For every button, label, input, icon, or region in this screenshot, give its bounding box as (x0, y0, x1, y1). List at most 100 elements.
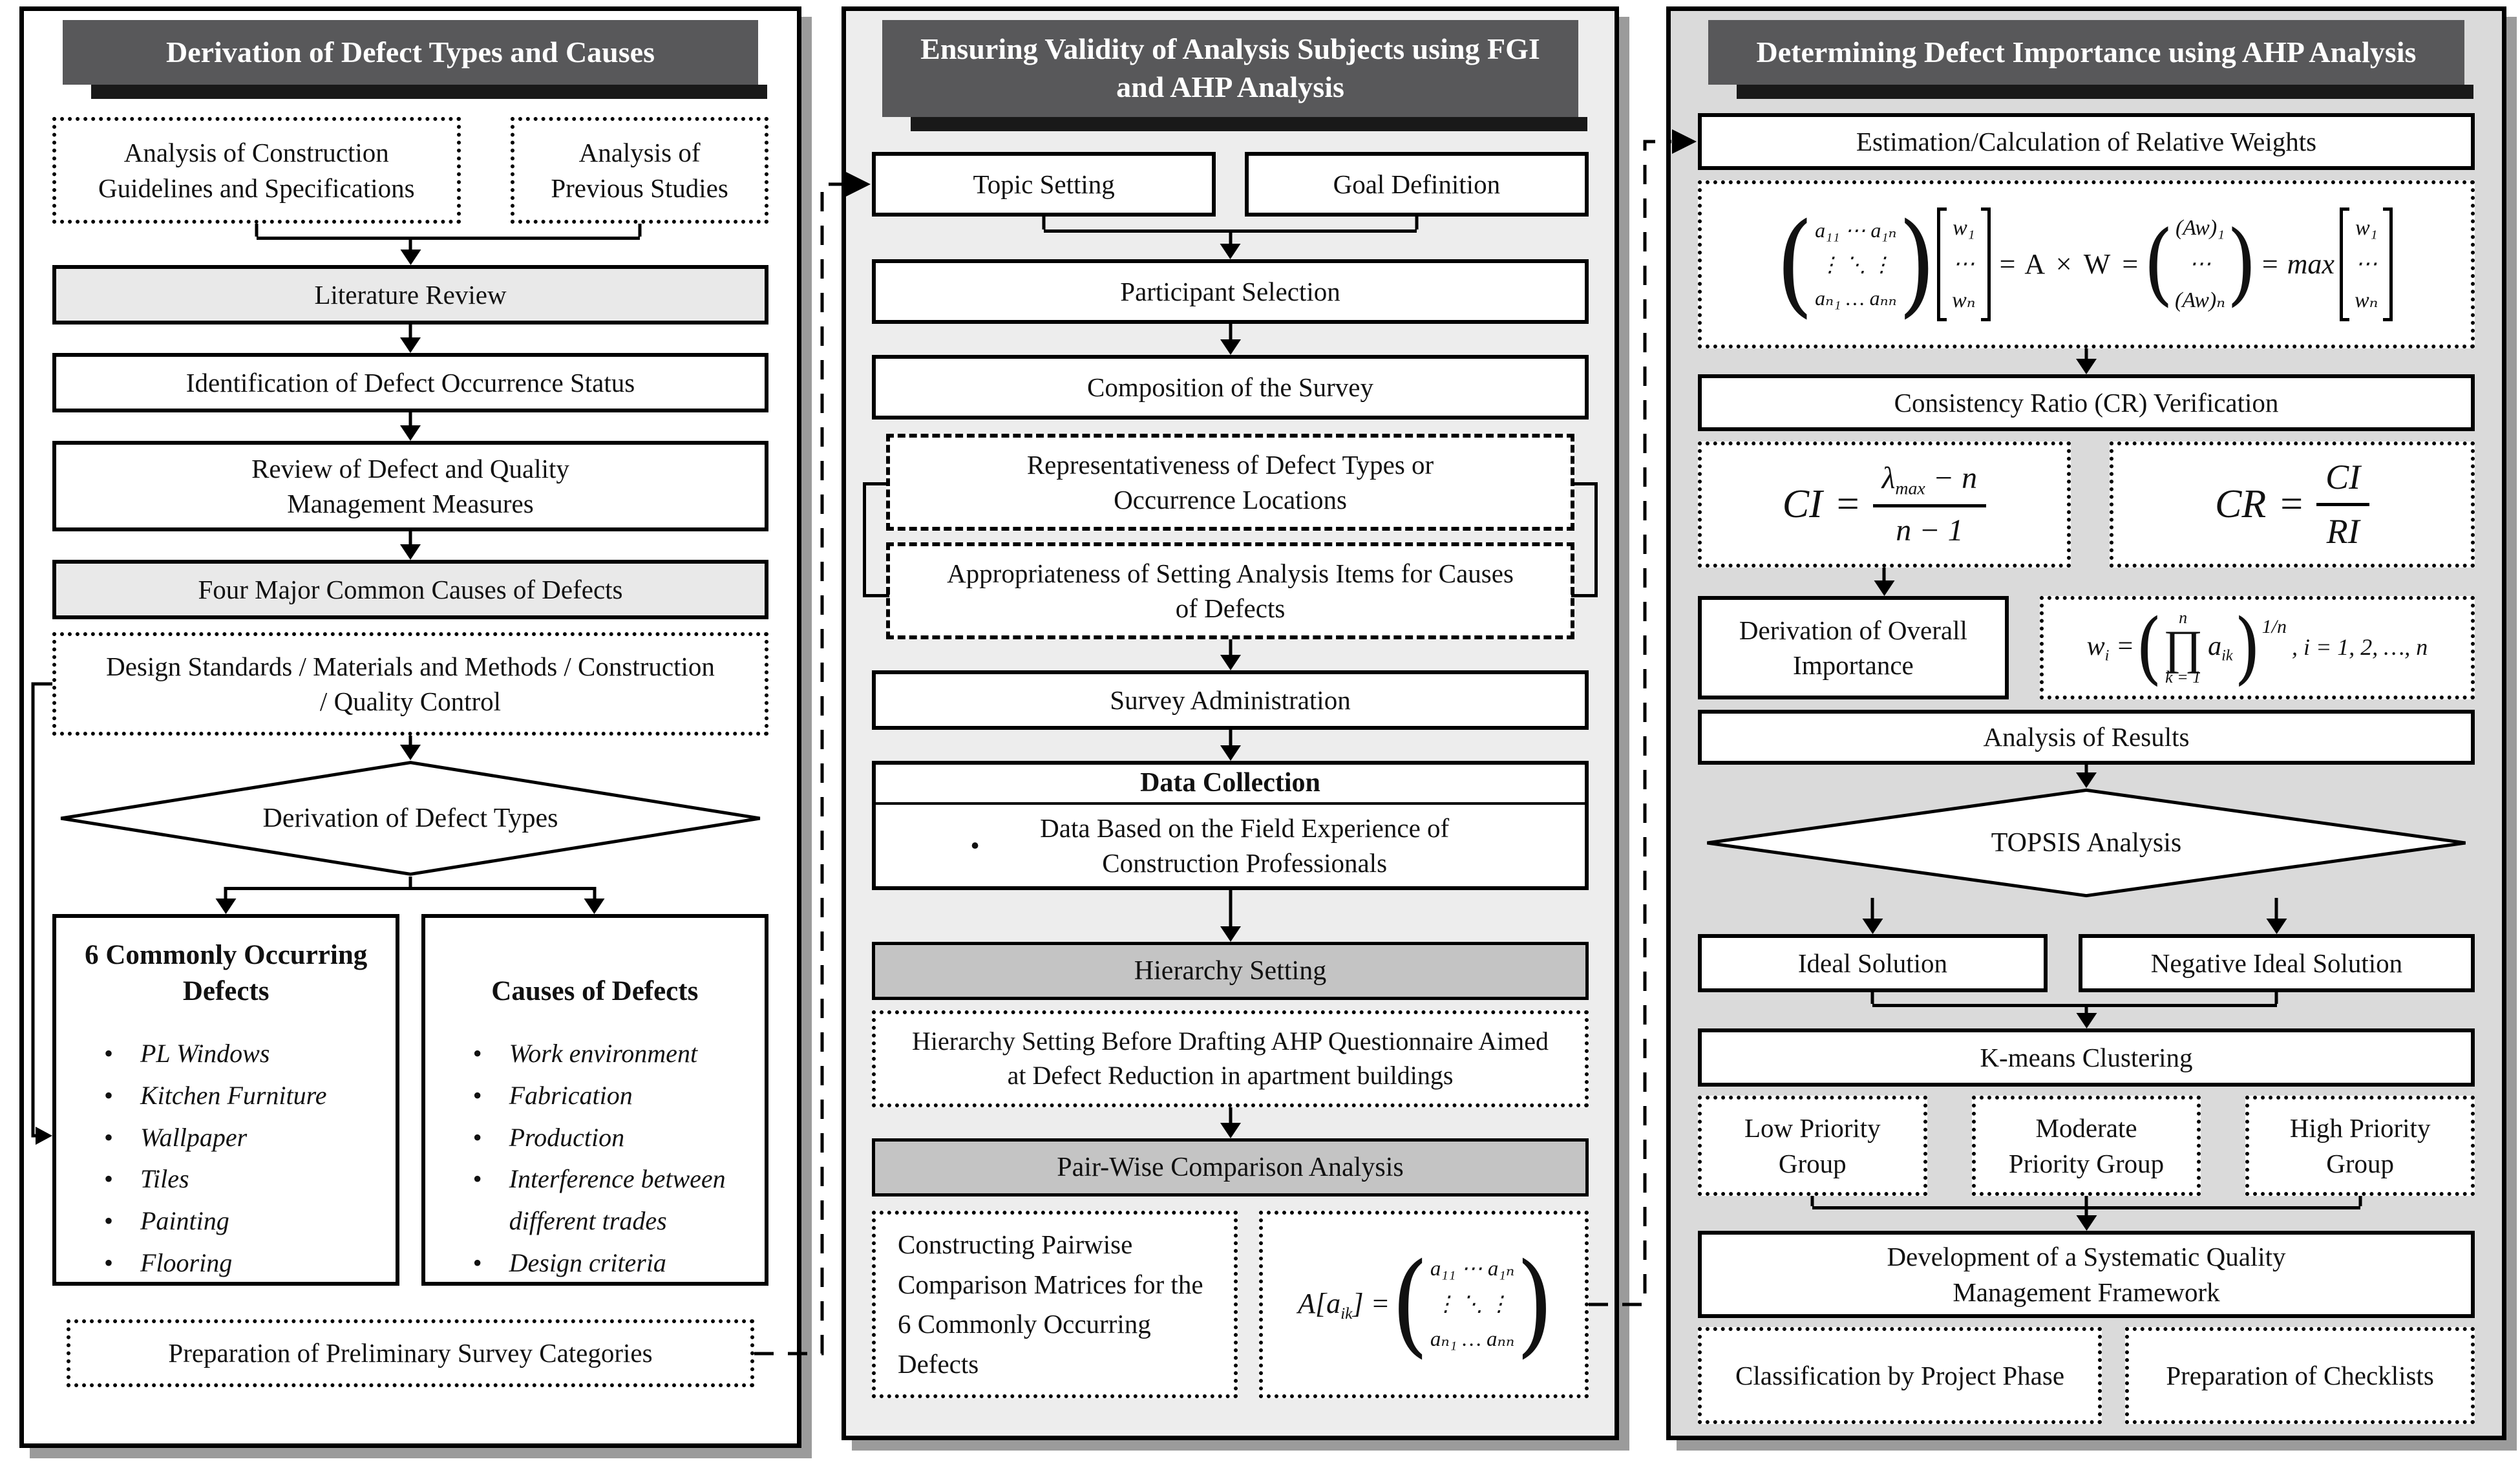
box-wi-formula: wi = ( n ∏ k = 1 aik ) 1/n , i = 1, 2, …… (2039, 596, 2475, 699)
list-item: Flooring (104, 1242, 379, 1282)
list-item: Interference between different trades (473, 1158, 748, 1242)
paren-close: ) (2226, 212, 2257, 316)
list-item: Kitchen Furniture (104, 1075, 379, 1117)
box-causes-of-defects: Causes of Defects Work environmentFabric… (421, 914, 768, 1286)
merge-connector-three (1698, 1196, 2475, 1231)
bracket-close (1980, 207, 1991, 321)
bar-hierarchy-setting: Hierarchy Setting (872, 942, 1589, 1000)
box-label: Moderate Priority Group (2008, 1113, 2165, 1178)
cr-label: CR (2214, 482, 2267, 526)
merge-connector (872, 217, 1589, 259)
box-label: Representativeness of Defect Types or Oc… (1026, 449, 1434, 515)
box-cr-formula: CR = CI RI (2110, 441, 2475, 568)
box-eigen-equation: ( a₁₁ ⋯ a₁ₙ ⋮ ⋱ ⋮ aₙ₁ … aₙₙ ) w₁ ⋯ wₙ = … (1698, 180, 2475, 348)
box-participant-selection: Participant Selection (872, 259, 1589, 324)
panel-derivation-defect-types: Derivation of Defect Types and Causes An… (19, 6, 801, 1448)
box-preparation-checklists: Preparation of Checklists (2125, 1327, 2475, 1424)
arrow-down (52, 736, 768, 760)
equals-sign: = (2278, 482, 2305, 526)
ci-label: CI (1782, 482, 1823, 526)
matrix-A: a₁₁ ⋯ a₁ₙ ⋮ ⋱ ⋮ aₙ₁ … aₙₙ (1815, 218, 1897, 310)
box-label: Review of Defect and Quality Management … (251, 453, 569, 518)
box-hierarchy-note: Hierarchy Setting Before Drafting AHP Qu… (872, 1010, 1589, 1107)
merge-connector (1698, 992, 2475, 1028)
box-label: Topic Setting (973, 169, 1115, 199)
exponent: 1/n (2261, 616, 2287, 637)
panel-title-text: Derivation of Defect Types and Causes (166, 35, 655, 69)
box-label: Preparation of Checklists (2166, 1360, 2434, 1390)
box-label: K-means Clustering (1980, 1042, 2193, 1072)
box-label: Four Major Common Causes of Defects (198, 574, 623, 604)
ci-fraction: λmax − n n − 1 (1872, 459, 1987, 551)
paren-close: ) (1516, 1239, 1554, 1370)
topic-goal-row: Topic Setting Goal Definition (872, 152, 1589, 217)
cause-list: Work environmentFabricationProductionInt… (442, 1033, 748, 1282)
box-label: Ideal Solution (1797, 948, 1948, 978)
box-literature-review: Literature Review (52, 265, 768, 324)
formula-lhs: A[aik] = (1298, 1287, 1390, 1323)
box-label: Participant Selection (1120, 276, 1340, 306)
cr-fraction: CI RI (2316, 456, 2370, 554)
panel-title-text: Determining Defect Importance using AHP … (1756, 35, 2417, 69)
equals-sign: = (2122, 248, 2139, 280)
bottom-row: Classification by Project Phase Preparat… (1698, 1327, 2475, 1424)
product-operator: n ∏ k = 1 (2163, 608, 2203, 687)
panel-fgi-ahp-validity: Ensuring Validity of Analysis Subjects u… (842, 6, 1619, 1440)
equals-sign: = (1834, 482, 1861, 526)
box-label: Derivation of Overall Importance (1739, 615, 1967, 680)
derivation-row: Derivation of Overall Importance wi = ( … (1698, 596, 2475, 699)
box-classification-project-phase: Classification by Project Phase (1698, 1327, 2102, 1424)
list-item: Tiles (104, 1158, 379, 1200)
box-label: Design Standards / Materials and Methods… (106, 651, 715, 716)
diamond-label: TOPSIS Analysis (1991, 827, 2182, 858)
wi-body: aik (2208, 632, 2233, 665)
wi-lhs: wi = (2086, 632, 2135, 665)
box-ci-formula: CI = λmax − n n − 1 (1698, 441, 2071, 568)
box-heading: 6 Commonly Occurring Defects (85, 940, 368, 1007)
arrow-down (1698, 765, 2475, 788)
vector-w: w₁ ⋯ wₙ (1952, 215, 1976, 313)
list-item: Fabrication (473, 1075, 748, 1117)
panel-title: Derivation of Defect Types and Causes (63, 20, 767, 99)
source-row: Analysis of Construction Guidelines and … (52, 117, 768, 224)
ci-cr-row: CI = λmax − n n − 1 CR = CI RI (1698, 441, 2475, 568)
paren-open: ( (2143, 212, 2174, 316)
bullet-dot: • (970, 830, 980, 860)
box-label: Composition of the Survey (1086, 372, 1373, 402)
pairwise-row: Constructing Pairwise Comparison Matrice… (872, 1211, 1589, 1398)
arrow-down (52, 531, 768, 560)
box-topic-setting: Topic Setting (872, 152, 1216, 217)
ci-to-derivation-connector (1698, 568, 2475, 596)
box-appropriateness: Appropriateness of Setting Analysis Item… (886, 542, 1574, 639)
list-item: Painting (104, 1200, 379, 1242)
panel-ahp-importance: Determining Defect Importance using AHP … (1666, 6, 2506, 1440)
box-label: Identification of Defect Occurrence Stat… (185, 367, 635, 398)
equals-sign: = (1999, 248, 2016, 280)
a-times-w: A × W (2024, 248, 2113, 280)
wi-tail: , i = 1, 2, …, n (2292, 634, 2428, 661)
arrow-down (872, 730, 1589, 761)
box-four-causes: Four Major Common Causes of Defects (52, 560, 768, 619)
panel-title-text: Ensuring Validity of Analysis Subjects u… (920, 32, 1540, 103)
equals-sign: = (2261, 248, 2278, 280)
box-pairwise-matrix-formula: A[aik] = ( a₁₁ ⋯ a₁ₙ ⋮ ⋱ ⋮ aₙ₁ … aₙₙ ) (1258, 1211, 1589, 1398)
box-label: Negative Ideal Solution (2150, 948, 2403, 978)
box-label: High Priority Group (2289, 1113, 2431, 1178)
box-label: Goal Definition (1333, 169, 1501, 199)
max-label: max (2287, 248, 2335, 280)
box-heading: Data Collection (876, 765, 1585, 805)
box-development-framework: Development of a Systematic Quality Mana… (1698, 1231, 2475, 1318)
box-label: Classification by Project Phase (1735, 1360, 2065, 1390)
box-data-collection: Data Collection • Data Based on the Fiel… (872, 761, 1589, 890)
arrow-down (52, 324, 768, 353)
matrix-entries: a₁₁ ⋯ a₁ₙ ⋮ ⋱ ⋮ aₙ₁ … aₙₙ (1430, 1257, 1515, 1352)
list-item: Work environment (473, 1033, 748, 1075)
priority-row: Low Priority Group Moderate Priority Gro… (1698, 1096, 2475, 1196)
box-label: Analysis of Construction Guidelines and … (98, 138, 415, 203)
box-label: Development of a Systematic Quality Mana… (1887, 1242, 2286, 1307)
box-review-measures: Review of Defect and Quality Management … (52, 441, 768, 531)
box-estimation-weights: Estimation/Calculation of Relative Weigh… (1698, 113, 2475, 170)
branch-connector (1698, 898, 2475, 934)
list-item: Wallpaper (104, 1117, 379, 1159)
bracket-open (2339, 207, 2349, 321)
